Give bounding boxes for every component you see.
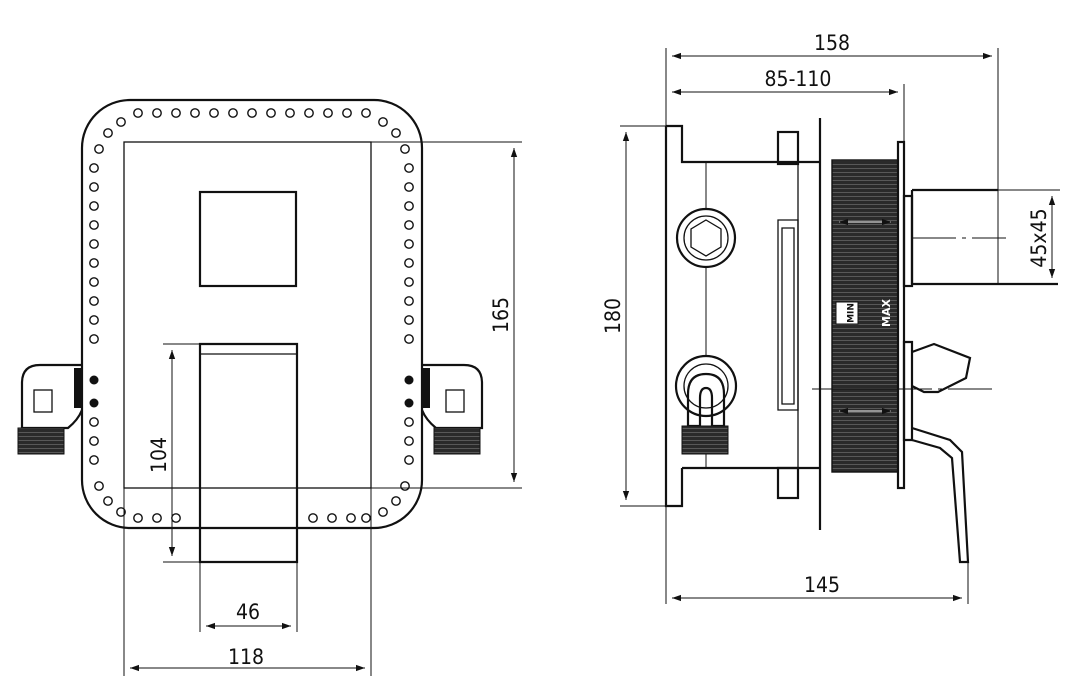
mounting-hole xyxy=(89,163,99,173)
mounting-hole xyxy=(171,513,181,523)
mounting-hole xyxy=(116,117,126,127)
mounting-hole xyxy=(304,108,314,118)
dimension-adjustment-85-110: 85-110 xyxy=(665,67,905,142)
dimension-height-180: 180 xyxy=(601,125,666,507)
mounting-hole xyxy=(400,144,410,154)
mounting-hole xyxy=(404,277,414,287)
mounting-hole xyxy=(404,220,414,230)
lever-handle xyxy=(198,342,299,564)
mounting-hole xyxy=(391,128,401,138)
dim-label-165: 165 xyxy=(489,297,513,333)
mounting-hole xyxy=(404,201,414,211)
mounting-hole xyxy=(361,513,371,523)
dim-label-145: 145 xyxy=(804,573,840,597)
mounting-hole xyxy=(247,108,257,118)
mounting-hole xyxy=(89,239,99,249)
mounting-hole xyxy=(404,163,414,173)
dimension-depth-145: 145 xyxy=(665,506,969,604)
mounting-hole xyxy=(116,507,126,517)
mounting-hole xyxy=(323,108,333,118)
mounting-hole xyxy=(404,296,414,306)
mounting-hole xyxy=(346,513,356,523)
left-connector xyxy=(17,363,84,455)
mounting-hole xyxy=(190,108,200,118)
dimension-lever-104: 104 xyxy=(147,343,200,563)
dim-label-85-110: 85-110 xyxy=(765,67,832,91)
lower-clamp xyxy=(776,466,800,500)
mounting-hole xyxy=(89,315,99,325)
mounting-hole xyxy=(228,108,238,118)
dimension-width-118: 118 xyxy=(123,488,372,676)
mounting-hole xyxy=(89,182,99,192)
mounting-hole xyxy=(103,496,113,506)
mounting-hole xyxy=(404,258,414,268)
mounting-box-outline xyxy=(80,98,424,530)
mark-min: MIN xyxy=(847,303,857,323)
dim-label-45x45: 45x45 xyxy=(1027,208,1051,267)
mounting-hole xyxy=(171,108,181,118)
dim-label-118: 118 xyxy=(228,645,264,669)
mounting-hole xyxy=(378,507,388,517)
mounting-hole xyxy=(404,436,414,446)
mounting-hole xyxy=(89,455,99,465)
mounting-hole xyxy=(152,513,162,523)
mounting-hole xyxy=(152,108,162,118)
side-lever xyxy=(812,340,992,564)
mounting-hole xyxy=(378,117,388,127)
dim-label-158: 158 xyxy=(814,31,850,55)
right-connector xyxy=(420,363,484,455)
mounting-hole xyxy=(404,334,414,344)
mounting-hole xyxy=(133,513,143,523)
mounting-hole xyxy=(89,277,99,287)
side-view: MIN MAX 158 85-110 xyxy=(601,31,1060,604)
dimension-depth-158: 158 xyxy=(665,31,999,284)
mounting-hole xyxy=(103,128,113,138)
mounting-hole xyxy=(89,436,99,446)
mounting-hole xyxy=(89,201,99,211)
mounting-hole xyxy=(266,108,276,118)
mounting-hole xyxy=(391,496,401,506)
dim-label-46: 46 xyxy=(236,600,260,624)
mounting-hole xyxy=(89,258,99,268)
mounting-hole xyxy=(94,144,104,154)
mounting-hole xyxy=(404,315,414,325)
upper-nut xyxy=(675,162,737,356)
mounting-hole xyxy=(361,108,371,118)
mounting-hole xyxy=(94,481,104,491)
mounting-hole xyxy=(285,108,295,118)
mounting-hole xyxy=(89,417,99,427)
mounting-hole xyxy=(404,417,414,427)
mounting-hole xyxy=(342,108,352,118)
mounting-hole xyxy=(133,108,143,118)
lower-nut xyxy=(674,354,738,468)
rosette-plate xyxy=(896,140,906,490)
dimension-height-165: 165 xyxy=(371,141,522,489)
dim-label-180: 180 xyxy=(601,298,625,334)
square-outlet xyxy=(198,190,298,288)
dimension-lever-46: 46 xyxy=(199,562,298,632)
mounting-hole xyxy=(89,334,99,344)
mounting-hole xyxy=(89,296,99,306)
cover-plate xyxy=(123,141,372,489)
mounting-hole xyxy=(400,481,410,491)
mounting-hole xyxy=(308,513,318,523)
front-view: 165 104 46 118 xyxy=(17,98,522,676)
mark-max: MAX xyxy=(880,299,893,327)
mounting-hole xyxy=(327,513,337,523)
mounting-hole xyxy=(404,182,414,192)
dim-label-104: 104 xyxy=(147,437,171,473)
mounting-holes xyxy=(89,108,414,523)
mounting-hole xyxy=(209,108,219,118)
mounting-hole xyxy=(404,455,414,465)
mounting-hole xyxy=(404,239,414,249)
dimension-rosette-45x45: 45x45 xyxy=(998,189,1060,278)
side-outlet xyxy=(902,188,1058,288)
mounting-hole xyxy=(89,220,99,230)
upper-clamp xyxy=(776,130,800,166)
